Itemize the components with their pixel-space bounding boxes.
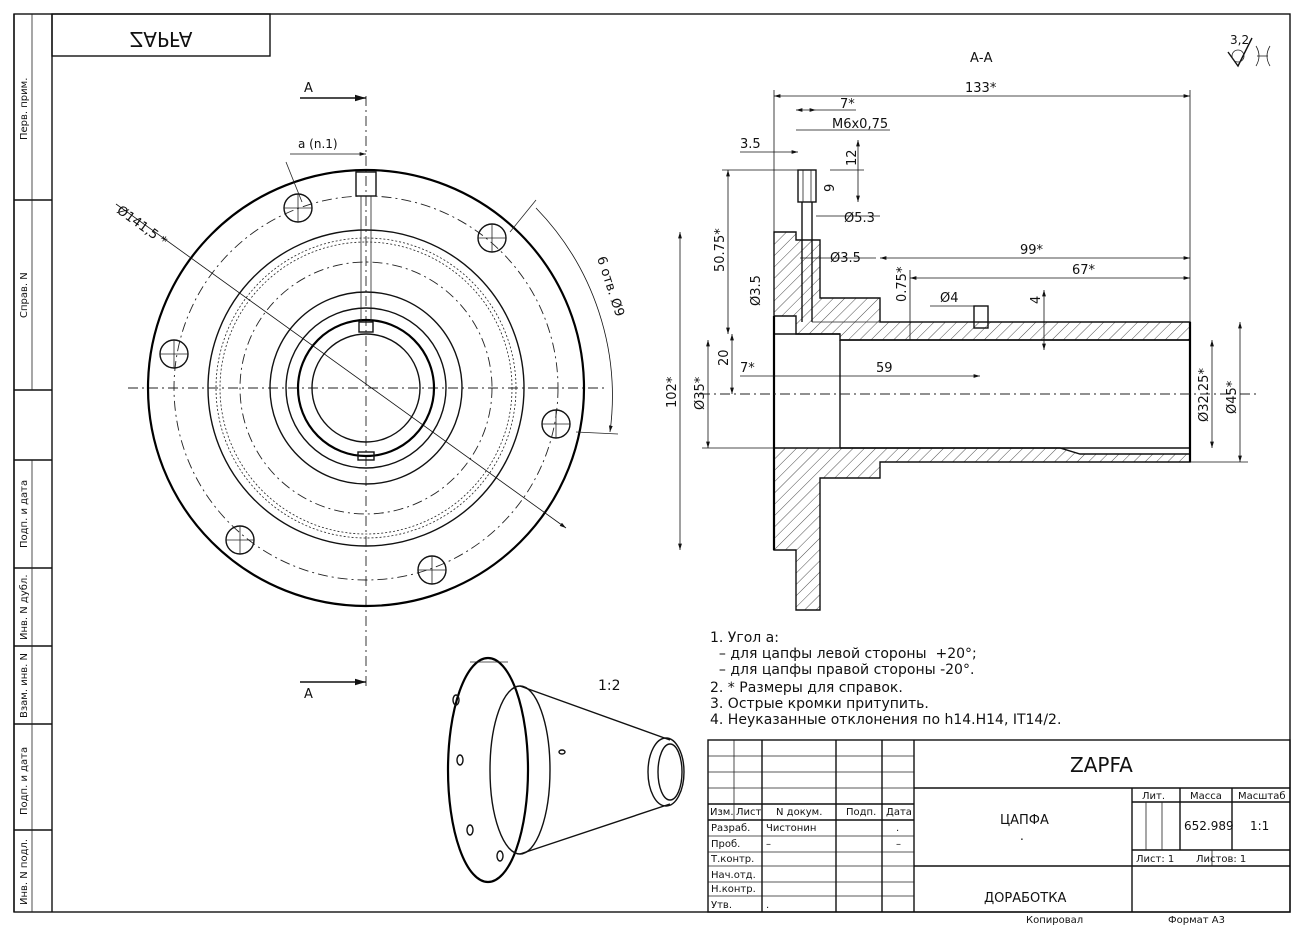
- dim-dia-4: Ø4: [940, 291, 959, 306]
- dim-overall: 133*: [965, 81, 997, 96]
- tb-name: Чистонин: [766, 823, 816, 834]
- section-mark-top: А: [304, 81, 313, 96]
- dim-20: 20: [717, 349, 732, 366]
- flange-lower: [773, 440, 1191, 611]
- dim-102: 102*: [665, 376, 680, 408]
- bottom-format-label: Формат А3: [1168, 915, 1225, 926]
- mirrored-code-text: ZAPFA: [130, 27, 193, 51]
- section-title: А-А: [970, 51, 993, 66]
- dim-4: 4: [1029, 296, 1044, 304]
- dim-67: 67*: [1072, 263, 1096, 278]
- note-line: 1. Угол a:: [710, 630, 779, 646]
- note-line: 3. Острые кромки притупить.: [710, 696, 929, 712]
- tb-header-date: Дата: [886, 807, 912, 818]
- dim-angle-a: a (n.1): [298, 137, 338, 151]
- side-label-4: Инв. N дубл.: [19, 575, 30, 641]
- tb-name: –: [766, 839, 771, 850]
- notes: 1. Угол a: – для цапфы левой стороны +20…: [710, 630, 1061, 728]
- tb-date: –: [896, 839, 901, 850]
- dim-7-top: 7*: [840, 97, 855, 112]
- flange-upper: [773, 231, 1191, 341]
- tb-scale-value: 1:1: [1250, 819, 1269, 833]
- tb-header-sign: Подп.: [846, 807, 876, 818]
- tb-date: .: [896, 823, 899, 834]
- dim-7-left: 7*: [740, 361, 755, 376]
- dim-59: 59: [876, 361, 893, 376]
- tb-dot: .: [1020, 829, 1024, 843]
- bolt-hole: [225, 525, 255, 555]
- tb-org: ДОРАБОТКА: [984, 891, 1066, 906]
- dim-dia-141: Ø141,5 *: [114, 203, 170, 250]
- tb-header-izm: Изм.: [710, 807, 734, 818]
- bolt-hole: [417, 555, 447, 585]
- dim-thread: M6x0,75: [832, 117, 888, 132]
- dim-0-75: 0.75*: [895, 266, 910, 302]
- tb-header-doc: N докум.: [776, 807, 822, 818]
- tb-role: Разраб.: [711, 823, 750, 834]
- iso-hole: [456, 754, 464, 766]
- dimensions: 133* 7* M6x0,75 3.5 12 9 Ø5.3 50.75* Ø3.…: [665, 81, 1248, 550]
- tb-role: Проб.: [711, 839, 740, 850]
- tb-role: Нач.отд.: [711, 870, 756, 881]
- side-label-6: Подп. и дата: [19, 747, 30, 815]
- tb-lit-label: Лит.: [1142, 791, 1165, 802]
- bolt-hole: [283, 193, 313, 223]
- iso-hole: [466, 824, 474, 836]
- dim-99: 99*: [1020, 243, 1044, 258]
- isometric-view: 1:2: [446, 656, 685, 884]
- dim-12: 12: [845, 149, 860, 166]
- bolt-hole: [159, 339, 189, 369]
- dim-dia-3-5a: Ø3.5: [749, 275, 764, 306]
- dim-dia-35: Ø35*: [693, 376, 708, 410]
- side-label-2: Справ. N: [19, 272, 30, 318]
- tb-role: Т.контр.: [710, 854, 754, 865]
- note-line: 2. * Размеры для справок.: [710, 680, 903, 696]
- tb-mass-label: Масса: [1190, 791, 1222, 802]
- front-view: Ø141,5 * А А a (n.1) 6 отв. Ø9: [114, 81, 627, 702]
- bottom-copied-label: Копировал: [1026, 915, 1083, 926]
- dim-9: 9: [823, 184, 838, 192]
- side-stamp-labels: Перв. прим. Справ. N Подп. и дата Инв. N…: [19, 78, 30, 905]
- side-label-7: Инв. N подл.: [19, 839, 30, 905]
- side-label-1: Перв. прим.: [19, 78, 30, 140]
- side-label-3: Подп. и дата: [19, 480, 30, 548]
- title-block: Изм. Лист N докум. Подп. Дата Разраб. Чи…: [707, 739, 1291, 913]
- section-view: А-А 133* 7* M6x0,75: [665, 51, 1260, 611]
- tb-scale-label: Масштаб: [1238, 791, 1286, 802]
- note-line: – для цапфы левой стороны +20°;: [710, 646, 977, 662]
- tb-part-name: ЦАПФА: [1000, 813, 1049, 828]
- tb-role: Н.контр.: [711, 884, 756, 895]
- iso-hole: [452, 694, 460, 706]
- tb-mass-value: 652.989: [1184, 819, 1234, 833]
- section-mark-bottom: А: [304, 687, 313, 702]
- tb-sheet-label: Лист: 1: [1136, 854, 1174, 865]
- dim-dia-45: Ø45*: [1225, 380, 1240, 414]
- dim-dia-3-5b: Ø3.5: [830, 251, 861, 266]
- scale-note: 1:2: [598, 678, 621, 694]
- dim-50-75: 50.75*: [713, 228, 728, 272]
- tb-sheets-label: Листов: 1: [1196, 854, 1246, 865]
- side-label-5: Взам. инв. N: [19, 653, 30, 718]
- tb-header-list: Лист: [736, 807, 762, 818]
- bolt-hole: [477, 223, 507, 253]
- sheet-frame: [13, 13, 1291, 913]
- note-line: 4. Неуказанные отклонения по h14.H14, IT…: [710, 712, 1061, 728]
- tb-name: .: [766, 900, 769, 911]
- roughness-value: 3,2: [1230, 33, 1249, 47]
- bolt-hole: [541, 409, 571, 439]
- note-line: – для цапфы правой стороны -20°.: [710, 662, 974, 678]
- dim-dia-32-25: Ø32.25*: [1197, 368, 1212, 422]
- iso-hole: [496, 850, 504, 862]
- dim-dia-5-3: Ø5.3: [844, 211, 875, 226]
- tb-code: ZAPFA: [1070, 753, 1133, 777]
- mirrored-code-box: ZAPFA: [51, 13, 271, 57]
- dim-3-5: 3.5: [740, 137, 761, 152]
- roughness-symbol: 3,2: [1227, 33, 1271, 68]
- tb-role: Утв.: [711, 900, 732, 911]
